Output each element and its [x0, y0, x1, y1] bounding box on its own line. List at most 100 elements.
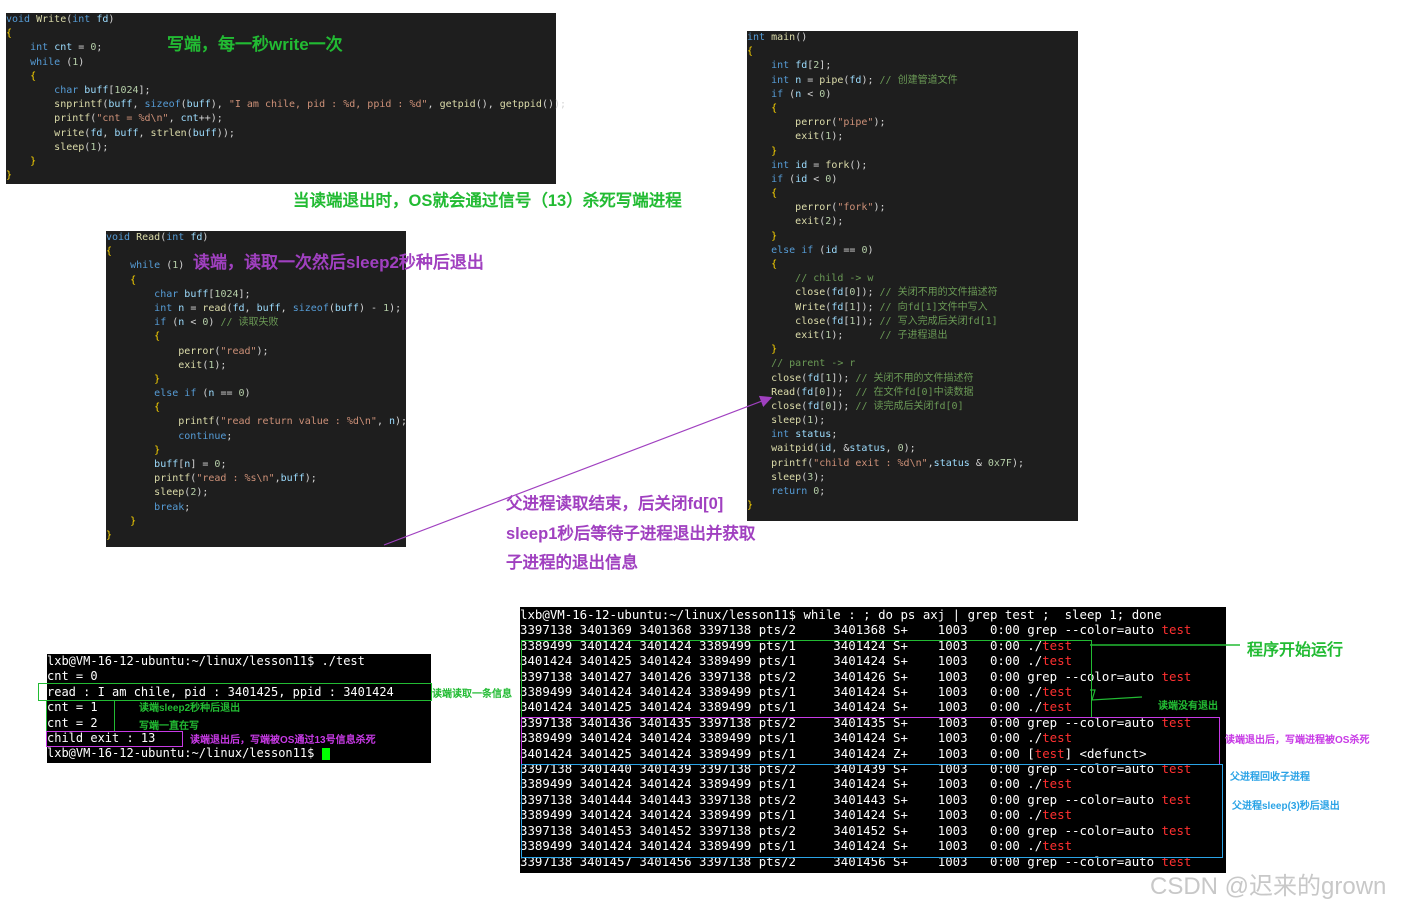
write-code-line: } — [6, 170, 13, 182]
main-code-line: Write(fd[1]); // 向fd[1]文件中写入 — [795, 301, 988, 313]
read-code-line: break; — [154, 501, 191, 513]
read-code-line: exit(1); — [178, 359, 227, 371]
read-code-line: printf("read return value : %d\n", n); — [178, 416, 408, 428]
box-read-line — [38, 683, 432, 701]
terminal-left-line: cnt = 0 — [47, 669, 98, 684]
read-code-line: else if (n == 0) — [154, 388, 251, 400]
annotation-read-sleep: 读端sleep2秒种后退出 — [139, 703, 241, 714]
read-code-line: buff[n] = 0; — [154, 459, 227, 470]
box-reaped-rows — [521, 764, 1223, 858]
annotation-reader-not-exit: 读端没有退出 — [1158, 701, 1218, 712]
read-code-line: continue; — [178, 430, 233, 442]
read-code-line: } — [130, 515, 137, 527]
main-code-line: close(fd[1]); // 关闭不用的文件描述符 — [771, 372, 974, 384]
read-code-line: char buff[1024]; — [154, 288, 251, 300]
main-code-line: } — [771, 344, 778, 356]
ps-row: 3401424 3401425 3401424 3389499 pts/1 34… — [520, 699, 1073, 715]
read-code-line: { — [154, 402, 161, 414]
main-code-line: } — [771, 230, 778, 242]
main-code-line: close(fd[1]); // 写入完成后关闭fd[1] — [795, 315, 998, 327]
csdn-watermark: CSDN @迟来的grown — [1150, 873, 1387, 900]
terminal-left-line: child exit : 13 — [47, 731, 156, 746]
annotation-killed-13: 读端退出后，写端被OS通过13号信息杀死 — [190, 735, 376, 746]
read-code-line: { — [130, 274, 137, 286]
read-code-line: void Read(int fd) — [106, 232, 209, 243]
write-code-line: } — [30, 155, 37, 167]
box-running-rows — [521, 640, 1092, 718]
terminal-cursor — [321, 747, 330, 760]
main-code-line: { — [771, 102, 778, 114]
annotation-read-exit-kill: 当读端退出时，OS就会通过信号（13）杀死写端进程 — [293, 192, 682, 210]
box-killed-rows — [521, 717, 1220, 765]
ps-row: 3389499 3401424 3401424 3389499 pts/1 34… — [520, 637, 1073, 653]
ps-row: 3401424 3401425 3401424 3389499 pts/1 34… — [520, 653, 1073, 669]
write-code-line: sleep(1); — [54, 141, 109, 153]
terminal-left-line: read : I am chile, pid : 3401425, ppid :… — [47, 684, 394, 699]
annotation-parent-line3: 子进程的退出信息 — [506, 554, 638, 572]
main-code-line: } — [747, 500, 754, 512]
main-code-line: close(fd[0]); // 关闭不用的文件描述符 — [795, 287, 998, 299]
read-code-line: } — [154, 444, 161, 456]
read-function-code-panel: void Read(int fd) { while (1) { char buff… — [106, 231, 408, 547]
box-cnt-lines — [46, 700, 115, 732]
annotation-read-side: 读端，读取一次然后sleep2秒种后退出 — [193, 253, 484, 272]
main-code-line: printf("child exit : %d\n",status & 0x7F… — [771, 457, 1024, 469]
main-code-line: close(fd[0]); // 读完成后关闭fd[0] — [771, 400, 964, 412]
main-code-line: waitpid(id, &status, 0); — [771, 443, 916, 455]
ps-row: 3389499 3401424 3401424 3389499 pts/1 34… — [520, 807, 1073, 823]
read-code-line: sleep(2); — [154, 487, 209, 499]
read-code-line: int n = read(fd, buff, sizeof(buff) - 1)… — [154, 302, 402, 314]
ps-row: 3401424 3401425 3401424 3389499 pts/1 34… — [520, 745, 1147, 761]
ps-row: 3397138 3401436 3401435 3397138 pts/2 34… — [520, 714, 1192, 730]
main-code-line: perror("fork"); — [795, 202, 886, 214]
write-function-code-panel: void Write(int fd){ int cnt = 0; while (… — [6, 13, 566, 184]
terminal-right-command: lxb@VM-16-12-ubuntu:~/linux/lesson11$ wh… — [520, 607, 1162, 622]
main-code-line: int main() — [747, 32, 808, 43]
annotation-write-side: 写端，每一秒write一次 — [167, 35, 343, 54]
main-code-line: sleep(3); — [771, 471, 826, 483]
main-code-line: // parent -> r — [771, 358, 856, 370]
terminal-left-line: cnt = 1 — [47, 700, 98, 715]
write-code-line: { — [6, 28, 13, 40]
main-code-line: if (n < 0) — [771, 88, 832, 100]
main-function-code-panel: int main(){ int fd[2]; int n = pipe(fd);… — [747, 31, 1078, 521]
main-code-line: Read(fd[0]); // 在文件fd[0]中读数据 — [771, 386, 974, 398]
write-code-line: void Write(int fd) — [6, 14, 115, 25]
main-code-line: { — [771, 188, 778, 200]
read-code-line: } — [154, 373, 161, 385]
ps-row: 3389499 3401424 3401424 3389499 pts/1 34… — [520, 730, 1073, 746]
ps-row: 3397138 3401453 3401452 3397138 pts/2 34… — [520, 822, 1192, 838]
terminal-left-line: cnt = 2 — [47, 715, 98, 730]
main-code-line: { — [771, 259, 778, 270]
annotation-parent-line2: sleep1秒后等待子进程退出并获取 — [506, 525, 756, 543]
write-code-line: char buff[1024]; — [54, 84, 151, 96]
main-code-line: exit(1); // 子进程退出 — [795, 329, 948, 341]
read-code-line: perror("read"); — [178, 345, 269, 357]
box-child-exit — [46, 731, 183, 747]
read-code-line: while (1) — [130, 260, 185, 272]
ps-row: 3397138 3401444 3401443 3397138 pts/2 34… — [520, 791, 1192, 807]
terminal-left-line: lxb@VM-16-12-ubuntu:~/linux/lesson11$ ./… — [47, 654, 365, 668]
ps-row: 3389499 3401424 3401424 3389499 pts/1 34… — [520, 776, 1073, 792]
write-code-line: write(fd, buff, strlen(buff)); — [54, 127, 235, 139]
annotation-read-one: 读端读取一条信息 — [432, 689, 512, 700]
terminal-left-line: lxb@VM-16-12-ubuntu:~/linux/lesson11$ — [47, 746, 431, 761]
main-code-line: int status; — [771, 429, 838, 441]
write-code-line: while (1) — [30, 56, 85, 68]
annotation-parent-reap: 父进程回收子进程 — [1230, 772, 1310, 783]
main-code-line: int fd[2]; — [771, 60, 832, 72]
read-code-line: { — [154, 331, 161, 343]
main-code-line: exit(1); — [795, 131, 844, 143]
annotation-program-start: 程序开始运行 — [1247, 642, 1344, 659]
read-code-line: printf("read : %s\n",buff); — [154, 473, 317, 485]
main-code-line: { — [747, 46, 754, 58]
read-code-line: if (n < 0) // 读取失败 — [154, 317, 279, 329]
annotation-reader-exit-kill: 读端退出后，写端进程被OS杀死 — [1225, 735, 1370, 746]
read-code-line: } — [106, 529, 113, 541]
main-code-line: int id = fork(); — [771, 159, 868, 171]
annotation-parent-sleep3: 父进程sleep(3)秒后退出 — [1232, 801, 1340, 812]
ps-row: 3397138 3401369 3401368 3397138 pts/2 34… — [520, 622, 1192, 638]
annotation-write-keep: 写端一直在写 — [139, 721, 199, 732]
write-code-line: { — [30, 70, 37, 82]
main-code-line: else if (id == 0) — [771, 244, 874, 256]
